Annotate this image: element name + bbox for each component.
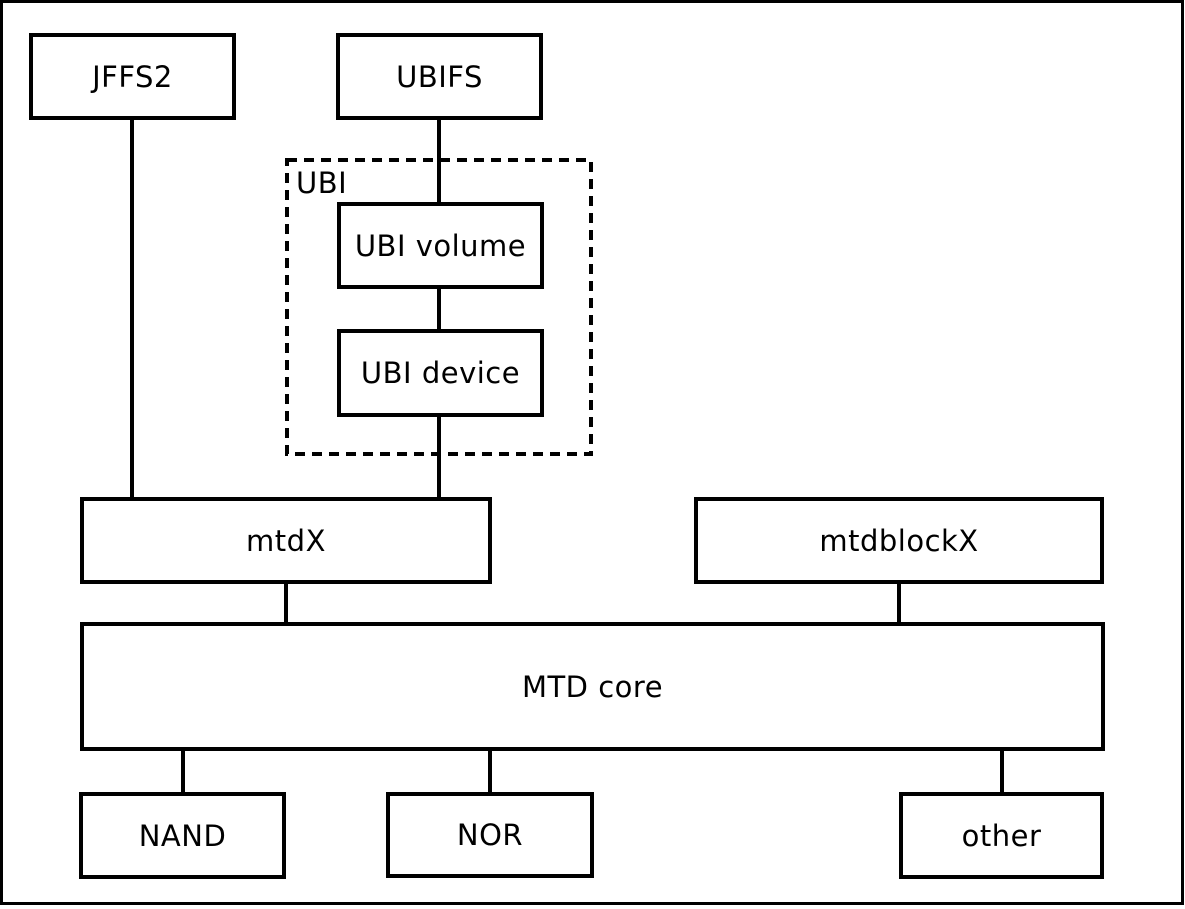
edge-mtd-core-to-other (1000, 748, 1004, 796)
edge-ubifs-to-ubi-volume (437, 117, 441, 206)
node-other: other (899, 792, 1104, 879)
node-mtdx: mtdX (80, 497, 492, 584)
node-nand: NAND (79, 792, 286, 879)
edge-mtd-core-to-nand (181, 748, 185, 796)
edge-mtdx-to-mtd-core (284, 581, 288, 626)
node-nor: NOR (386, 792, 594, 878)
edge-ubi-volume-to-ubi-device (437, 286, 441, 333)
node-jffs2: JFFS2 (29, 33, 236, 120)
ubi-group-label: UBI (296, 166, 348, 200)
node-ubi-volume: UBI volume (337, 202, 544, 289)
edge-ubi-device-to-mtdx (437, 414, 441, 501)
node-ubi-device: UBI device (337, 329, 544, 417)
node-mtd-core: MTD core (80, 622, 1105, 751)
edge-mtd-core-to-nor (488, 748, 492, 796)
node-mtdblockx: mtdblockX (694, 497, 1104, 584)
edge-jffs2-to-mtdx (130, 117, 134, 501)
node-ubifs: UBIFS (336, 33, 543, 120)
edge-mtdblockx-to-mtd-core (897, 581, 901, 626)
